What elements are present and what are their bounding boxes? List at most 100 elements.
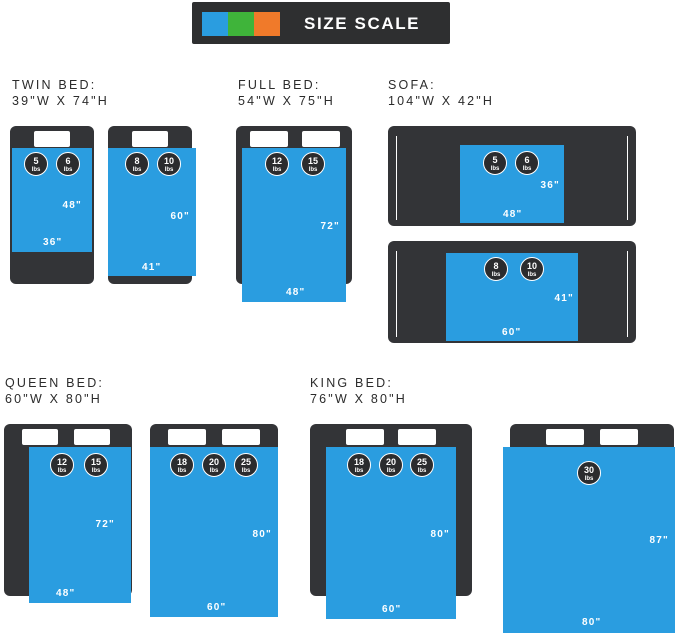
blanket-width: 48" (503, 209, 523, 220)
blanket-width: 60" (502, 327, 522, 338)
twin-bed-dims: 39"W X 74"H (12, 94, 109, 108)
pillow (398, 429, 436, 445)
blanket-length: 60" (170, 211, 190, 222)
weight-unit: lbs (491, 272, 501, 278)
weight-value: 18 (176, 457, 187, 467)
color-swatch-blue (202, 12, 228, 36)
pillow (132, 131, 168, 147)
blanket-width: 36" (43, 237, 63, 248)
pillow (546, 429, 584, 445)
pillow (22, 429, 58, 445)
weight-unit: lbs (527, 272, 537, 278)
weight-unit: lbs (57, 468, 67, 474)
weight-unit: lbs (584, 476, 594, 482)
weight-value: 30 (583, 465, 594, 475)
king-bed-label: KING BED: 76"W X 80"H (310, 375, 407, 407)
weight-value: 18 (353, 457, 364, 467)
weight-value: 15 (307, 156, 318, 166)
blanket-width: 48" (56, 588, 76, 599)
sofa-armrest (396, 251, 407, 337)
weight-unit: lbs (91, 468, 101, 474)
weight-value: 12 (271, 156, 282, 166)
weight-unit: lbs (177, 468, 187, 474)
weight-unit: lbs (272, 167, 282, 173)
blanket-length: 36" (540, 180, 560, 191)
size-scale-header: SIZE SCALE (192, 2, 450, 44)
blanket-length: 72" (95, 519, 115, 530)
weight-unit: lbs (490, 166, 500, 172)
weight-unit: lbs (308, 167, 318, 173)
blanket-width: 48" (286, 287, 306, 298)
twin-bed-label: TWIN BED: 39"W X 74"H (12, 77, 109, 109)
weight-unit: lbs (132, 167, 142, 173)
pillow (168, 429, 206, 445)
pillow (302, 131, 340, 147)
sofa-title: SOFA: (388, 78, 436, 92)
sofa-armrest (617, 251, 628, 337)
blanket-length: 41" (554, 293, 574, 304)
sofa-label: SOFA: 104"W X 42"H (388, 77, 494, 109)
blanket-width: 41" (142, 262, 162, 273)
weight-value: 25 (240, 457, 251, 467)
weight-unit: lbs (522, 166, 532, 172)
king-bed-dims: 76"W X 80"H (310, 392, 407, 406)
blanket-width: 80" (582, 617, 602, 628)
weight-value: 6 (65, 156, 71, 166)
queen-bed-label: QUEEN BED: 60"W X 80"H (5, 375, 104, 407)
blanket-width: 60" (382, 604, 402, 615)
sofa-dims: 104"W X 42"H (388, 94, 495, 108)
full-bed-label: FULL BED: 54"W X 75"H (238, 77, 335, 109)
weight-unit: lbs (386, 468, 396, 474)
weight-value: 25 (416, 457, 427, 467)
weight-unit: lbs (63, 167, 73, 173)
blanket-length: 48" (62, 200, 82, 211)
color-swatch-green (228, 12, 254, 36)
pillow (250, 131, 288, 147)
weight-value: 8 (493, 261, 499, 271)
weight-unit: lbs (209, 468, 219, 474)
full-bed-dims: 54"W X 75"H (238, 94, 335, 108)
blanket-width: 60" (207, 602, 227, 613)
pillow (346, 429, 384, 445)
blanket-length: 80" (252, 529, 272, 540)
pillow (222, 429, 260, 445)
queen-bed-title: QUEEN BED: (5, 376, 105, 390)
weight-unit: lbs (417, 468, 427, 474)
pillow (34, 131, 70, 147)
weight-unit: lbs (31, 167, 41, 173)
weight-value: 8 (134, 156, 140, 166)
sofa-armrest (617, 136, 628, 220)
weight-value: 5 (33, 156, 39, 166)
queen-bed-dims: 60"W X 80"H (5, 392, 102, 406)
header-title: SIZE SCALE (304, 14, 421, 33)
full-bed-title: FULL BED: (238, 78, 321, 92)
blanket-length: 80" (430, 529, 450, 540)
blanket-length: 87" (649, 535, 669, 546)
twin-bed-title: TWIN BED: (12, 78, 97, 92)
blanket-length: 72" (320, 221, 340, 232)
